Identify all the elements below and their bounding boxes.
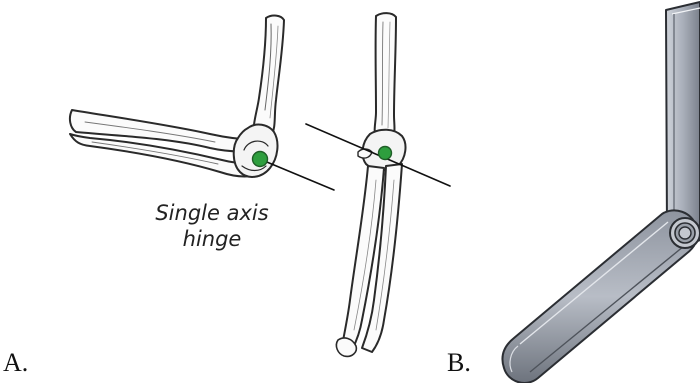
humerus-bent <box>254 16 284 138</box>
panel-label-a: A. <box>3 350 28 376</box>
hinge-annotation: Single axis hinge <box>112 200 312 253</box>
bent-arm-illustration <box>70 16 334 190</box>
panel-label-b: B. <box>447 350 471 376</box>
hinge-annotation-line-2: hinge <box>112 226 312 252</box>
forearm-straight <box>336 164 402 356</box>
cad-upper-link <box>666 2 700 246</box>
straight-arm-illustration <box>306 13 450 356</box>
elbow-joint-bent <box>234 125 278 177</box>
humerus-straight <box>375 13 396 138</box>
hinge-annotation-line-1: Single axis <box>112 200 312 226</box>
cad-lower-link <box>502 210 697 383</box>
cad-pivot <box>670 218 700 248</box>
hinge-axis-line-bent <box>262 160 334 190</box>
hinge-pin-bent <box>253 152 268 167</box>
cad-hinge-mechanism <box>502 2 700 383</box>
hinge-pin-straight <box>379 147 392 160</box>
